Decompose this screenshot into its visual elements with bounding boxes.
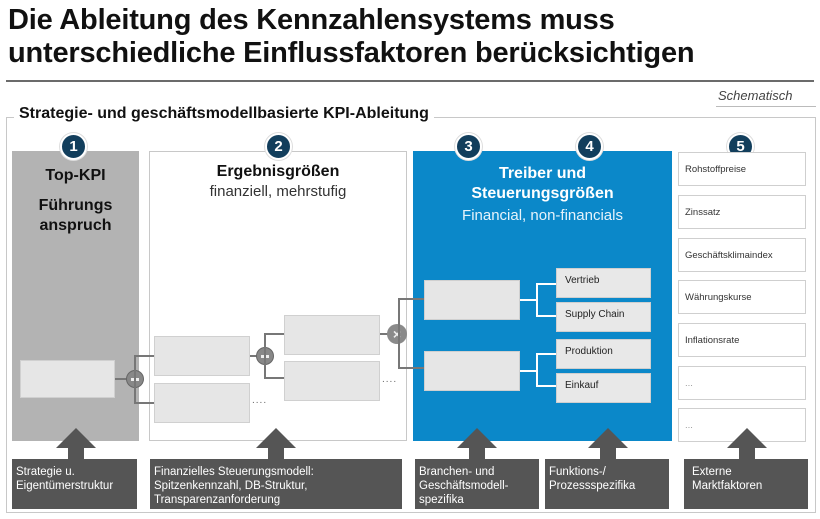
connector	[398, 298, 424, 300]
connector	[134, 355, 136, 403]
connector	[536, 385, 556, 387]
result-box-2	[154, 383, 250, 423]
result-metrics-title: Ergebnisgrößen	[216, 163, 340, 180]
up-arrow-icon	[56, 428, 96, 448]
page-title: Die Ableitung des Kennzahlensystems muss…	[8, 4, 695, 69]
step-badge-1: 1	[60, 133, 87, 160]
connector	[398, 367, 424, 369]
drivers-subtitle: Financial, non-financials	[462, 207, 623, 224]
connector	[264, 333, 266, 378]
external-factor: Zinssatz	[678, 195, 806, 229]
external-factor: Rohstoffpreise	[678, 152, 806, 186]
result-box-3	[284, 315, 380, 355]
driver-box-produktion: Produktion	[556, 339, 651, 369]
external-factor: Geschäftsklimaindex	[678, 238, 806, 272]
step-badge-2: 2	[265, 133, 292, 160]
connector	[134, 355, 154, 357]
connector	[250, 355, 258, 357]
top-kpi-box	[20, 360, 115, 398]
ellipsis: ....	[382, 374, 398, 385]
footer-external: Externe Marktfaktoren	[684, 459, 808, 509]
schematic-underline	[716, 106, 816, 107]
driver-box-einkauf: Einkauf	[556, 373, 651, 403]
ellipsis: ....	[252, 395, 268, 406]
up-arrow-icon	[588, 428, 628, 448]
up-arrow-icon	[469, 447, 485, 459]
external-factor: ...	[678, 366, 806, 400]
top-kpi-title: Top-KPI	[45, 167, 106, 184]
driver-box-supply-chain: Supply Chain	[556, 302, 651, 332]
up-arrow-icon	[600, 447, 616, 459]
drivers-title-line2: Steuerungsgrößen	[471, 185, 614, 202]
top-kpi-subtitle: Führungs anspruch	[38, 197, 113, 234]
connector	[398, 298, 400, 368]
connector	[264, 377, 284, 379]
title-divider	[6, 80, 814, 82]
up-arrow-icon	[68, 447, 84, 459]
footer-function: Funktions-/ Prozessspezifika	[545, 459, 669, 509]
connector	[380, 333, 390, 335]
diagram-subtitle: Strategie- und geschäftsmodellbasierte K…	[14, 105, 434, 123]
connector	[115, 378, 127, 380]
up-arrow-icon	[457, 428, 497, 448]
connector	[520, 299, 537, 301]
driver-box-vertrieb: Vertrieb	[556, 268, 651, 298]
result-box-1	[154, 336, 250, 376]
step-badge-4: 4	[576, 133, 603, 160]
connector	[536, 315, 556, 317]
result-metrics-subtitle: finanziell, mehrstufig	[209, 183, 347, 200]
connector	[536, 353, 556, 355]
up-arrow-icon	[739, 447, 755, 459]
result-box-4	[284, 361, 380, 401]
external-factor: Inflationsrate	[678, 323, 806, 357]
step-badge-3: 3	[455, 133, 482, 160]
multiply-operator-icon: ×	[387, 324, 407, 344]
connector	[536, 283, 538, 316]
connector	[520, 370, 537, 372]
connector	[264, 333, 284, 335]
up-arrow-icon	[256, 428, 296, 448]
footer-industry: Branchen- und Geschäftsmodell- spezifika	[415, 459, 539, 509]
drivers-title-line1: Treiber und	[498, 165, 587, 182]
schematic-tag: Schematisch	[718, 88, 793, 103]
up-arrow-icon	[727, 428, 767, 448]
up-arrow-icon	[268, 447, 284, 459]
connector	[134, 402, 154, 404]
connector	[536, 353, 538, 386]
footer-financial-model: Finanzielles Steuerungsmodell: Spitzenke…	[150, 459, 402, 509]
driver-parent-box-1	[424, 280, 520, 320]
footer-strategy: Strategie u. Eigentümerstruktur	[12, 459, 137, 509]
connector	[536, 283, 556, 285]
external-factor: Währungskurse	[678, 280, 806, 314]
driver-parent-box-2	[424, 351, 520, 391]
